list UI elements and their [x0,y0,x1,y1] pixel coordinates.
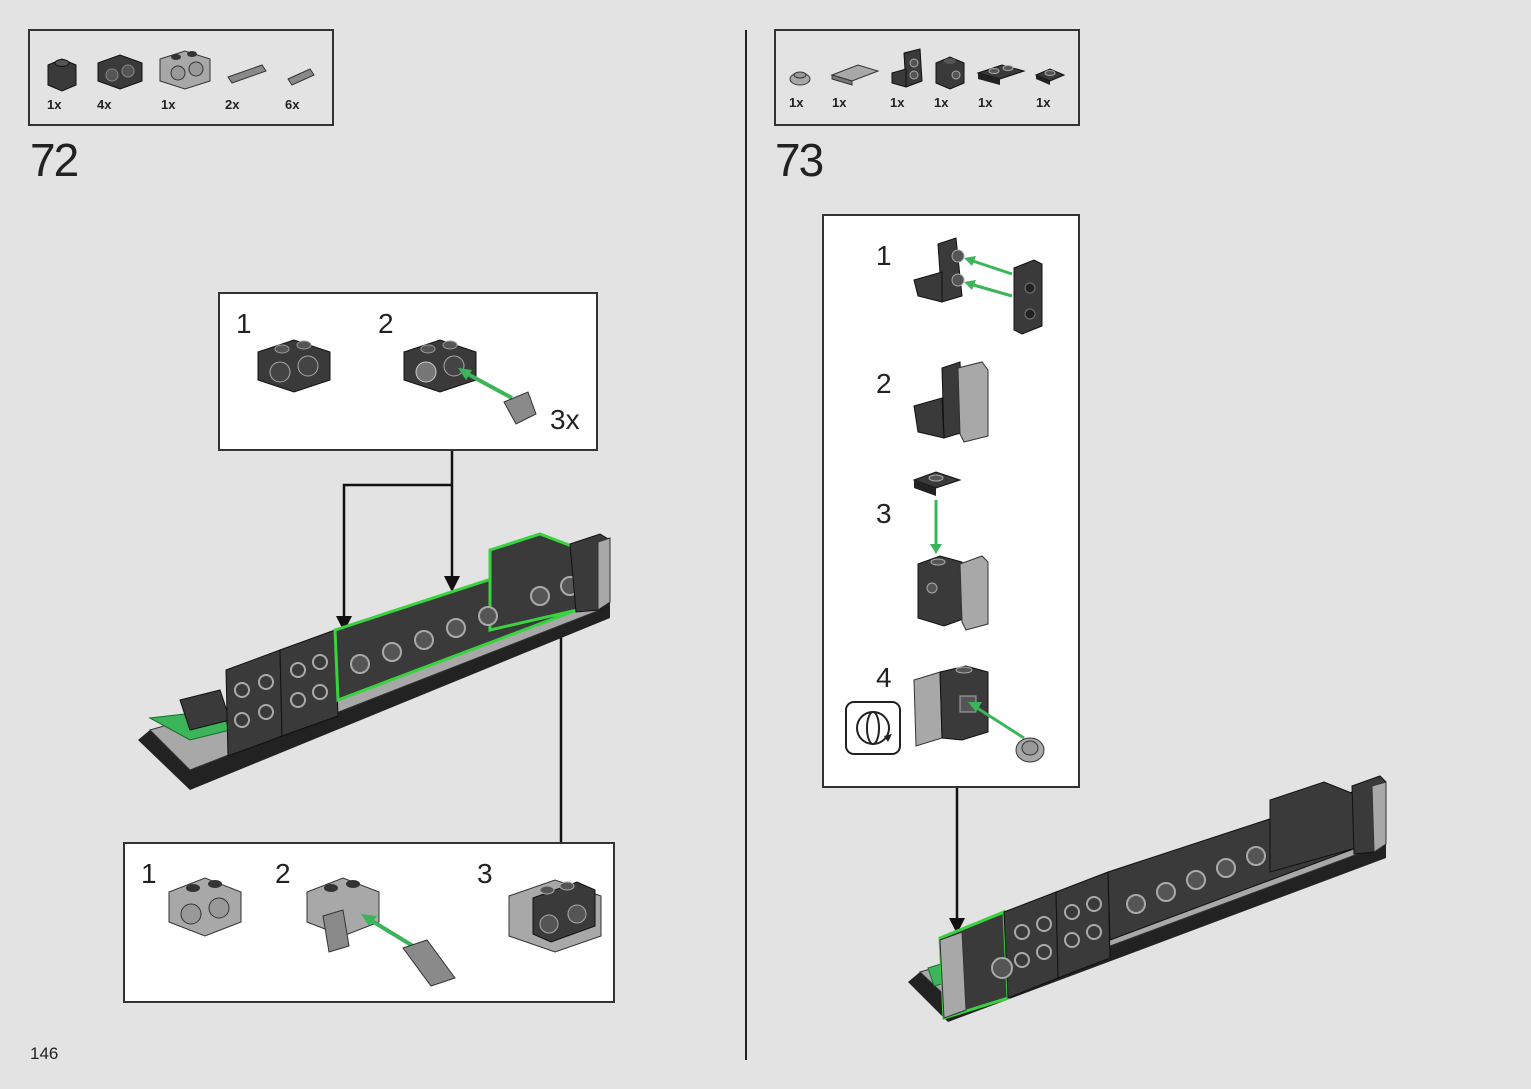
subassembly-callout-73: 1 2 3 4 [822,214,1080,788]
technic-pin-icon [287,68,315,86]
substep-2: 2 [876,368,892,399]
step-number-73: 73 [775,134,824,186]
rotate-model-icon [845,701,901,755]
part-qty-3: 1x [890,95,905,110]
round-plate-1x1-icon [789,71,811,86]
brick-1x1-icon [47,58,77,92]
bracket-with-tile-illustration [913,361,989,443]
multiplier-3x: 3x [550,404,580,435]
page-divider [745,30,747,1060]
substep-2: 2 [378,308,394,339]
model-assembly-step-73 [908,775,1387,1022]
technic-pin-long-icon [227,64,267,84]
part-qty-2: 1x [832,95,847,110]
part-qty-5: 6x [285,97,300,112]
part-qty-4: 1x [934,95,949,110]
model-assembly-step-72 [138,532,611,790]
part-qty-3: 1x [161,97,176,112]
technic-brick-grey-icon [168,877,242,937]
plate-1x1-icon [1034,68,1066,85]
technic-brick-stack-icon [508,879,602,953]
technic-brick-icon [257,339,331,393]
round-plate-attach-illustration [913,665,1045,763]
technic-brick-with-pin-icon [403,339,537,425]
substep-2: 2 [275,858,291,889]
part-qty-2: 4x [97,97,112,112]
part-qty-1: 1x [47,97,62,112]
substep-3: 3 [876,498,892,529]
tile-1x2-icon [830,64,880,86]
parts-list-step-72: 1x 4x 1x 2x 6x [28,29,334,126]
parts-list-step-73: 1x 1x 1x 1x 1x 1x [774,29,1080,126]
brick-1x1-stud-side-icon [935,56,965,90]
page-number: 146 [30,1044,59,1063]
subassembly-callout-top: 1 2 3x [218,292,598,451]
technic-brick-1x2-grey-icon [159,50,211,90]
substep-3: 3 [477,858,493,889]
bracket-attach-illustration [913,237,1043,335]
part-qty-6: 1x [1036,95,1051,110]
technic-brick-grey-with-pin-icon [306,877,456,987]
substep-4: 4 [876,662,892,693]
substep-1: 1 [141,858,157,889]
substep-1: 1 [236,308,252,339]
plate-1x2-icon [976,64,1026,85]
substep-1: 1 [876,240,892,271]
subassembly-callout-bottom: 1 2 3 [123,842,615,1003]
part-qty-4: 2x [225,97,240,112]
part-qty-1: 1x [789,95,804,110]
part-qty-5: 1x [978,95,993,110]
technic-brick-1x2-icon [97,54,143,90]
add-plate-illustration [912,471,989,631]
step-number-72: 72 [30,134,79,186]
bracket-1x1-icon [891,48,923,88]
